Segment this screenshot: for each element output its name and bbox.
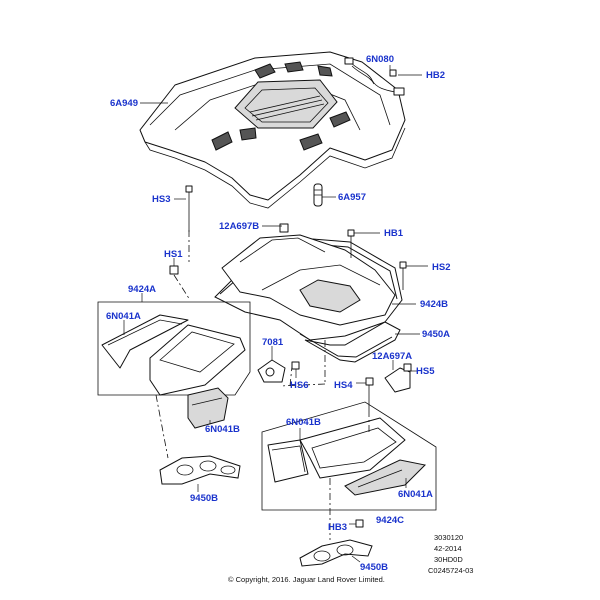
intake-manifold-upper <box>169 223 407 341</box>
label-hs3: HS3 <box>152 194 170 205</box>
bolt-hs4 <box>365 377 374 410</box>
label-hs1: HS1 <box>164 249 183 260</box>
leader-lines <box>123 65 428 563</box>
code-4: C0245724-03 <box>428 566 473 575</box>
label-7081: 7081 <box>262 337 284 348</box>
label-9450b-right: 9450B <box>360 562 388 573</box>
bolt-hs3 <box>185 185 193 232</box>
gasket-9450b-right <box>299 539 373 567</box>
label-6a949: 6A949 <box>110 98 138 109</box>
drawing-metadata: 3030120 42-2014 30HD0D C0245724-03 © Cop… <box>228 533 473 584</box>
code-2: 42-2014 <box>434 544 462 553</box>
label-6n041a-right: 6N041A <box>398 489 433 500</box>
engine-cover <box>139 51 406 209</box>
label-hs6: HS6 <box>290 380 308 391</box>
label-hb2: HB2 <box>426 70 445 81</box>
bolt-hs6 <box>291 361 300 370</box>
copyright-notice: © Copyright, 2016. Jaguar Land Rover Lim… <box>228 575 385 584</box>
label-6n041b-left: 6N041B <box>205 424 240 435</box>
label-12a697a: 12A697A <box>372 351 412 362</box>
label-hb1: HB1 <box>384 228 404 239</box>
bolt-hb3 <box>355 519 364 528</box>
label-hs5: HS5 <box>416 366 435 377</box>
label-9424c: 9424C <box>376 515 404 526</box>
group-9424a <box>97 301 251 429</box>
label-9424a: 9424A <box>128 284 156 295</box>
label-12a697b: 12A697B <box>219 221 259 232</box>
breather-6a957 <box>313 183 323 207</box>
group-9424c <box>261 401 437 511</box>
label-6n080: 6N080 <box>366 54 394 65</box>
label-6a957: 6A957 <box>338 192 366 203</box>
gasket-9450b-left <box>159 455 241 485</box>
label-hb3: HB3 <box>328 522 347 533</box>
harness-6n080 <box>344 57 405 96</box>
code-3: 30HD0D <box>434 555 463 564</box>
callout-labels: 6N080 HB2 6A949 HS3 6A957 12A697B HB1 HS… <box>106 54 450 573</box>
gasket-9450a <box>299 321 401 363</box>
code-1: 3030120 <box>434 533 463 542</box>
alignment-lines <box>155 230 370 540</box>
label-9450b-left: 9450B <box>190 493 218 504</box>
label-6n041b-right: 6N041B <box>286 417 321 428</box>
label-6n041a-left: 6N041A <box>106 311 141 322</box>
bracket-12a697a <box>384 363 412 393</box>
label-9450a: 9450A <box>422 329 450 340</box>
label-hs2: HS2 <box>432 262 450 273</box>
sensor-7081 <box>257 359 286 383</box>
label-hs4: HS4 <box>334 380 353 391</box>
label-9424b: 9424B <box>420 299 448 310</box>
